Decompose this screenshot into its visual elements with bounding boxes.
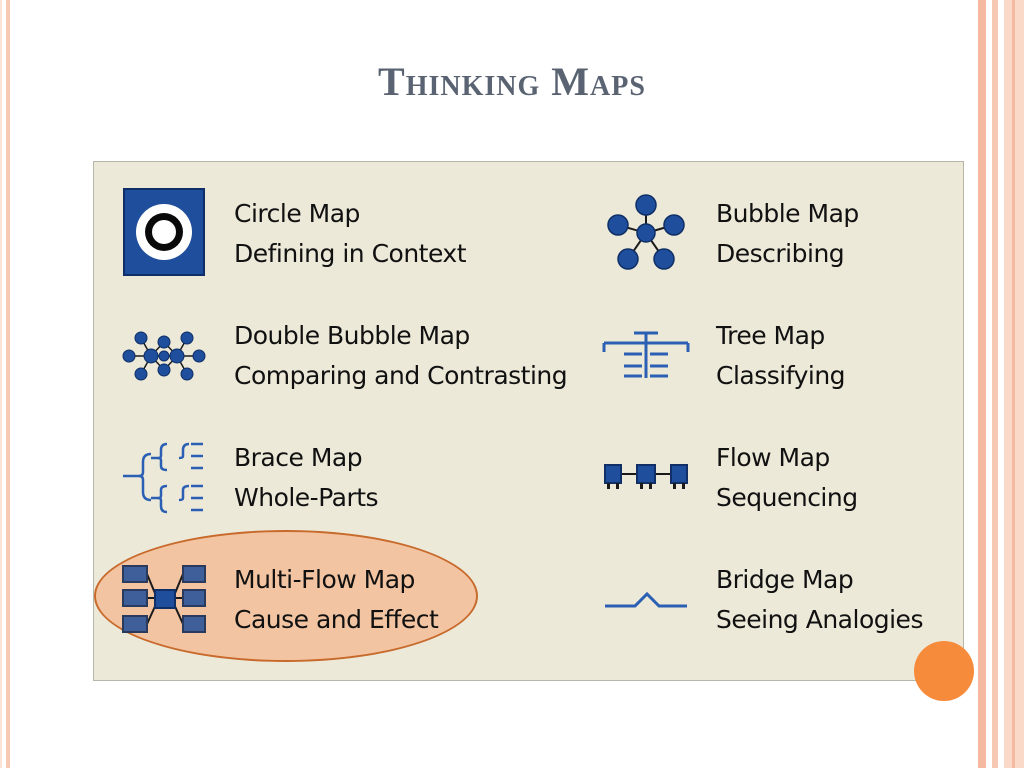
map-purpose-multi-flow: Cause and Effect (234, 605, 439, 634)
bubble-map-icon (607, 194, 685, 270)
slide-border-right (1012, 0, 1015, 768)
map-name-tree: Tree Map (716, 321, 825, 350)
map-purpose-circle: Defining in Context (234, 239, 467, 268)
flow-map-icon (604, 464, 688, 489)
map-purpose-flow: Sequencing (716, 483, 858, 512)
slide-title: Thinking Maps (378, 59, 646, 104)
slide-border-left-outer (0, 0, 2, 768)
map-purpose-bridge: Seeing Analogies (716, 605, 923, 634)
map-purpose-double-bubble: Comparing and Contrasting (234, 361, 568, 390)
map-name-flow: Flow Map (716, 443, 830, 472)
map-name-circle: Circle Map (234, 199, 360, 228)
map-purpose-brace: Whole-Parts (234, 483, 379, 512)
map-name-double-bubble: Double Bubble Map (234, 321, 470, 350)
slide-border-right (978, 0, 986, 768)
brace-map-icon (123, 442, 203, 514)
slide-border-left (6, 0, 10, 768)
slide-border-right (992, 0, 998, 768)
map-name-brace: Brace Map (234, 443, 363, 472)
map-name-multi-flow: Multi-Flow Map (234, 565, 415, 594)
map-name-bubble: Bubble Map (716, 199, 859, 228)
circle-map-icon (123, 188, 205, 276)
map-purpose-bubble: Describing (716, 239, 845, 268)
orange-accent-circle (914, 641, 974, 701)
double-bubble-map-icon (122, 331, 206, 381)
bridge-map-icon (605, 591, 687, 608)
map-purpose-tree: Classifying (716, 361, 846, 390)
tree-map-icon (602, 331, 690, 378)
map-name-bridge: Bridge Map (716, 565, 854, 594)
multi-flow-map-icon (122, 565, 206, 633)
